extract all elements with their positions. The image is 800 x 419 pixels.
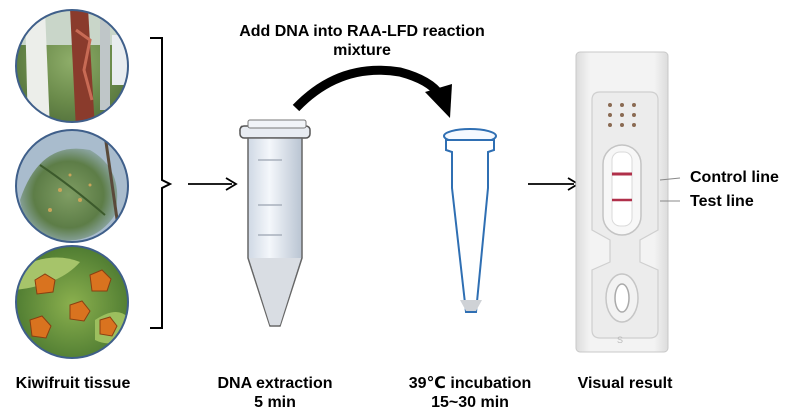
step-dna-extraction: DNA extraction 5 min — [195, 374, 355, 412]
step-incubation: 39℃ incubation 15~30 min — [385, 374, 555, 412]
step-sublabel: 5 min — [254, 394, 296, 411]
arrow-to-extraction — [188, 177, 238, 191]
step-instruction-line1: Add DNA into RAA-LFD reaction — [239, 23, 485, 40]
kiwifruit-trunk-photo — [15, 9, 129, 123]
kiwifruit-leaf-photo — [15, 129, 129, 243]
step-instruction: Add DNA into RAA-LFD reaction mixture — [212, 22, 512, 60]
grouping-brace — [150, 37, 173, 329]
step-label: Visual result — [577, 375, 673, 392]
control-line-label: Control line — [690, 169, 779, 186]
step-instruction-line2: mixture — [333, 42, 391, 59]
transfer-curved-arrow — [292, 65, 452, 118]
step-sublabel: 15~30 min — [431, 394, 509, 411]
control-leader-line — [659, 177, 681, 181]
kiwifruit-flower-photo — [15, 245, 129, 359]
extraction-tube — [239, 119, 311, 327]
step-visual-result: Visual result — [560, 374, 690, 393]
lateral-flow-strip — [575, 51, 681, 353]
step-kiwifruit-tissue: Kiwifruit tissue — [0, 374, 146, 393]
strip-dot-grid — [608, 103, 636, 127]
incubation-tube — [443, 128, 497, 313]
step-label: 39℃ incubation — [408, 375, 532, 392]
test-line-label: Test line — [690, 193, 754, 210]
arrow-to-result — [528, 177, 580, 191]
step-label: Kiwifruit tissue — [15, 375, 131, 392]
step-label: DNA extraction — [217, 375, 333, 392]
sample-well-mark: S — [617, 335, 624, 345]
